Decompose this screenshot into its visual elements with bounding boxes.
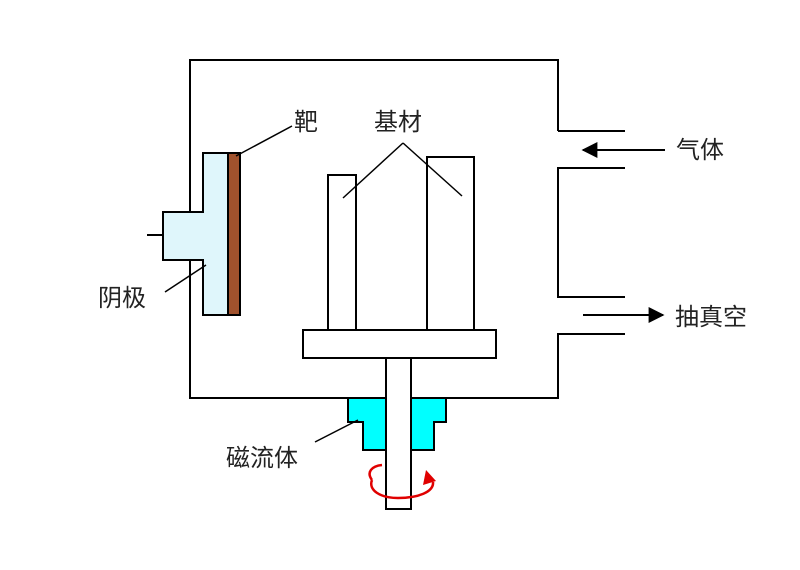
target-plate <box>227 152 241 316</box>
cathode-leader <box>164 264 207 293</box>
rotation-arrow-front <box>368 463 383 481</box>
gas-label: 气体 <box>676 136 724 164</box>
vacuum-label: 抽真空 <box>675 303 747 331</box>
rotating-shaft <box>385 357 412 510</box>
target-leader <box>235 125 293 157</box>
rotation-arrow-back <box>370 479 435 500</box>
cathode-label: 阴极 <box>98 284 146 312</box>
substrate-right <box>426 156 475 331</box>
rotation-arrowhead <box>423 470 436 485</box>
substrate-leader-right <box>402 142 463 197</box>
substrate-leader-left <box>342 142 404 199</box>
cathode <box>162 152 229 316</box>
substrate-left <box>327 174 357 331</box>
magnetic-fluid-leader <box>314 419 359 443</box>
substrate-label: 基材 <box>374 108 422 136</box>
target-label: 靶 <box>294 108 318 136</box>
chamber-wall <box>189 59 625 399</box>
magnetic-fluid-label: 磁流体 <box>226 444 298 472</box>
substrate-holder <box>302 329 497 359</box>
